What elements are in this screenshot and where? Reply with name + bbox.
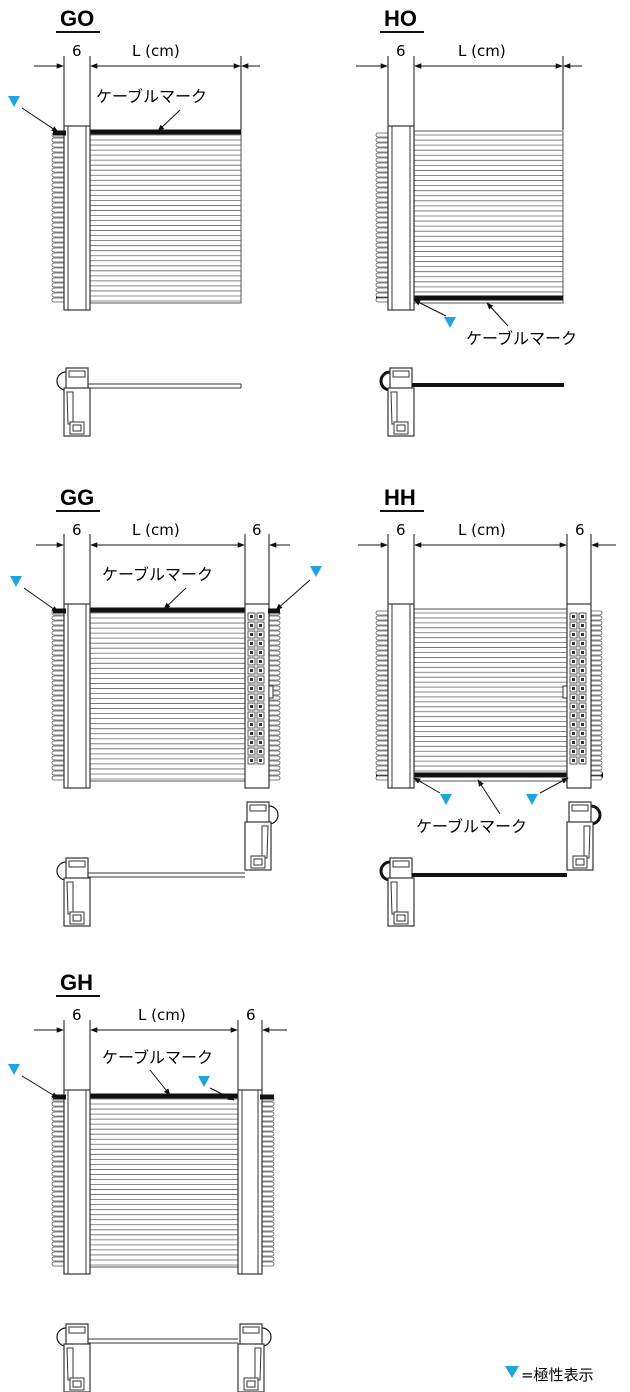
- dimension-lines-go: [34, 56, 260, 130]
- dimension-6-right-gh: 6: [246, 1006, 256, 1024]
- dimension-length-ho: L (cm): [458, 42, 506, 60]
- polarity-marker-icon: [526, 794, 538, 805]
- polarity-marker-icon: [8, 96, 20, 107]
- dimension-length-hh: L (cm): [458, 521, 506, 539]
- figure-title-gh: GH: [60, 970, 93, 995]
- dimension-lines-hh: [358, 534, 616, 608]
- polarity-marker-icon: [8, 1064, 20, 1075]
- cable-assembly-gh: [51, 1089, 275, 1275]
- side-view-ho: [379, 367, 564, 437]
- cable-mark-label-ho: ケーブルマーク: [466, 329, 577, 348]
- dimension-6-left-gg: 6: [72, 521, 82, 539]
- dimension-length-gh: L (cm): [138, 1006, 186, 1024]
- figure-gg: GG 6 L (cm) 6 ケーブルマーク: [10, 485, 322, 927]
- side-view-gg: [56, 801, 279, 927]
- dimension-6-left-gh: 6: [72, 1006, 82, 1024]
- polarity-marker-icon: [198, 1076, 210, 1087]
- polarity-marker-icon: [440, 794, 452, 805]
- figure-ho: HO 6 L (cm) ケーブルマーク: [356, 6, 582, 437]
- cable-assembly-ho: [375, 125, 564, 311]
- figure-go: GO 6 L (cm) ケーブルマーク: [8, 6, 260, 437]
- dimension-6-right-hh: 6: [575, 521, 585, 539]
- figure-title-hh: HH: [384, 485, 416, 510]
- dimension-6-right-gg: 6: [252, 521, 262, 539]
- dimension-length-gg: L (cm): [132, 521, 180, 539]
- polarity-marker-icon: [444, 317, 456, 328]
- dimension-length-go: L (cm): [132, 42, 180, 60]
- figure-gh: GH 6 L (cm) 6 ケーブルマーク: [8, 970, 287, 1392]
- cable-assembly-go: [51, 125, 242, 311]
- cable-mark-label-go: ケーブルマーク: [96, 87, 207, 106]
- side-view-hh: [379, 801, 602, 927]
- dimension-lines-gh: [34, 1020, 287, 1094]
- dimension-lines-gg: [36, 534, 290, 608]
- polarity-legend-text: =極性表示: [521, 1366, 594, 1384]
- cable-mark-label-gg: ケーブルマーク: [102, 565, 213, 584]
- cable-assembly-hh: [375, 603, 603, 789]
- figure-title-ho: HO: [384, 6, 417, 31]
- dimension-6-left-hh: 6: [396, 521, 406, 539]
- side-view-gh: [56, 1323, 272, 1392]
- dimension-6-left-go: 6: [72, 42, 82, 60]
- polarity-legend-icon: [505, 1366, 519, 1378]
- figure-title-gg: GG: [60, 485, 94, 510]
- cable-mark-label-gh: ケーブルマーク: [102, 1048, 213, 1067]
- dimension-lines-ho: [356, 56, 582, 130]
- figure-hh: HH 6 L (cm) 6: [358, 485, 616, 927]
- cable-mark-label-hh: ケーブルマーク: [416, 817, 527, 836]
- dimension-6-left-ho: 6: [396, 42, 406, 60]
- cable-assembly-gg: [51, 603, 281, 789]
- polarity-marker-icon: [310, 566, 322, 577]
- polarity-marker-icon: [10, 576, 22, 587]
- legend: =極性表示: [505, 1366, 594, 1384]
- side-view-go: [56, 367, 242, 437]
- figure-title-go: GO: [60, 6, 94, 31]
